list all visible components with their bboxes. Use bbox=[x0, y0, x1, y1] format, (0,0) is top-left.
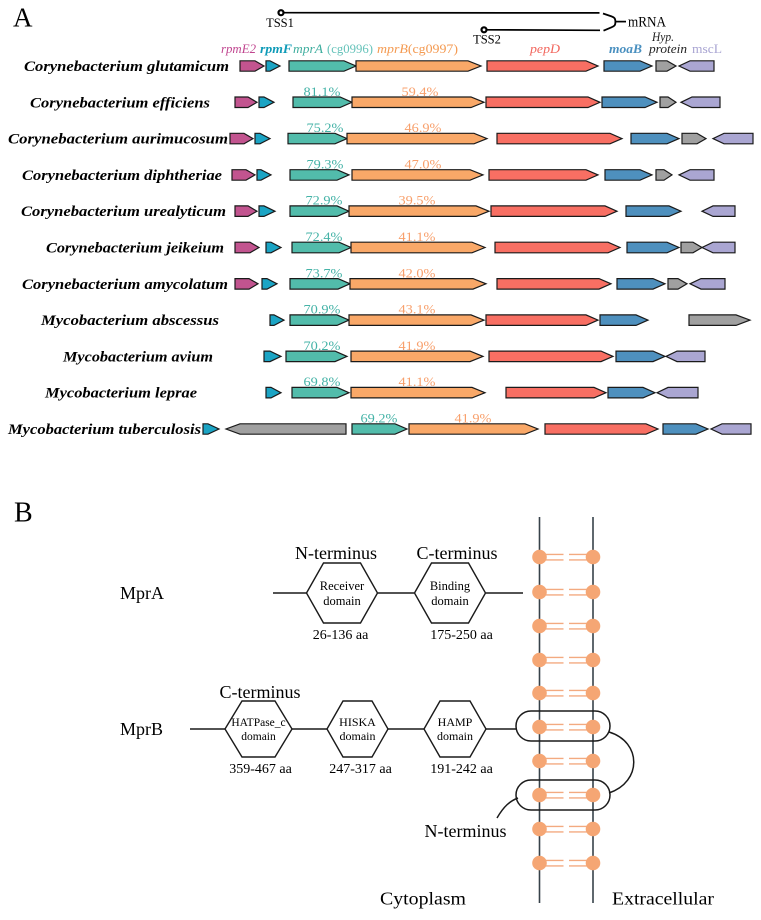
svg-text:81.1%: 81.1% bbox=[304, 84, 341, 99]
svg-text:73.7%: 73.7% bbox=[306, 265, 343, 280]
svg-text:39.5%: 39.5% bbox=[399, 193, 436, 208]
svg-text:moaB: moaB bbox=[609, 41, 642, 56]
svg-text:Corynebacterium aurimucosum: Corynebacterium aurimucosum bbox=[8, 132, 228, 148]
svg-text:C-terminus: C-terminus bbox=[417, 543, 498, 563]
svg-text:69.8%: 69.8% bbox=[304, 374, 341, 389]
svg-text:domain: domain bbox=[241, 731, 276, 743]
svg-text:(cg0996): (cg0996) bbox=[327, 41, 373, 56]
svg-text:N-terminus: N-terminus bbox=[295, 543, 377, 563]
svg-text:Corynebacterium urealyticum: Corynebacterium urealyticum bbox=[21, 204, 226, 220]
svg-text:Corynebacterium glutamicum: Corynebacterium glutamicum bbox=[24, 59, 229, 75]
svg-text:Corynebacterium jeikeium: Corynebacterium jeikeium bbox=[46, 241, 224, 257]
svg-text:47.0%: 47.0% bbox=[405, 156, 442, 171]
svg-text:Corynebacterium diphtheriae: Corynebacterium diphtheriae bbox=[22, 168, 222, 184]
svg-text:359-467 aa: 359-467 aa bbox=[229, 762, 292, 777]
svg-text:Mycobacterium tuberculosis: Mycobacterium tuberculosis bbox=[7, 422, 201, 438]
svg-text:175-250 aa: 175-250 aa bbox=[430, 628, 493, 643]
svg-text:Mycobacterium avium: Mycobacterium avium bbox=[62, 349, 213, 365]
svg-text:HISKA: HISKA bbox=[339, 715, 376, 729]
svg-text:domain: domain bbox=[323, 594, 361, 608]
svg-text:TSS2: TSS2 bbox=[473, 33, 501, 47]
svg-text:pepD: pepD bbox=[529, 41, 561, 56]
svg-text:MprA: MprA bbox=[120, 583, 164, 603]
svg-text:75.2%: 75.2% bbox=[307, 120, 344, 135]
svg-text:mprB(cg0997): mprB(cg0997) bbox=[377, 41, 458, 56]
svg-text:TSS1: TSS1 bbox=[266, 16, 294, 30]
svg-text:Cytoplasm: Cytoplasm bbox=[380, 889, 466, 909]
svg-text:41.1%: 41.1% bbox=[399, 374, 436, 389]
svg-text:69.2%: 69.2% bbox=[361, 411, 398, 426]
svg-text:41.1%: 41.1% bbox=[399, 229, 436, 244]
svg-text:mprA: mprA bbox=[293, 41, 323, 56]
svg-text:Mycobacterium abscessus: Mycobacterium abscessus bbox=[40, 313, 219, 329]
svg-text:rpmE2: rpmE2 bbox=[221, 41, 256, 56]
svg-text:HATPase_c: HATPase_c bbox=[231, 717, 285, 729]
svg-text:Mycobacterium leprae: Mycobacterium leprae bbox=[44, 386, 197, 402]
svg-text:46.9%: 46.9% bbox=[405, 120, 442, 135]
svg-text:A: A bbox=[13, 3, 33, 33]
svg-text:191-242 aa: 191-242 aa bbox=[430, 762, 493, 777]
svg-text:HAMP: HAMP bbox=[438, 715, 473, 729]
svg-text:Receiver: Receiver bbox=[320, 579, 365, 593]
svg-text:protein: protein bbox=[648, 41, 687, 56]
svg-text:70.9%: 70.9% bbox=[304, 302, 341, 317]
svg-text:domain: domain bbox=[431, 594, 469, 608]
svg-text:C-terminus: C-terminus bbox=[220, 682, 301, 702]
svg-text:247-317 aa: 247-317 aa bbox=[329, 762, 392, 777]
svg-text:26-136 aa: 26-136 aa bbox=[313, 628, 369, 643]
svg-text:Binding: Binding bbox=[430, 579, 471, 593]
svg-text:72.9%: 72.9% bbox=[306, 193, 343, 208]
svg-text:72.4%: 72.4% bbox=[306, 229, 343, 244]
svg-text:42.0%: 42.0% bbox=[399, 265, 436, 280]
svg-text:rpmF: rpmF bbox=[260, 41, 292, 56]
svg-text:41.9%: 41.9% bbox=[455, 411, 492, 426]
svg-text:domain: domain bbox=[437, 729, 473, 743]
svg-text:79.3%: 79.3% bbox=[307, 156, 344, 171]
svg-text:41.9%: 41.9% bbox=[399, 338, 436, 353]
svg-text:70.2%: 70.2% bbox=[304, 338, 341, 353]
svg-text:59.4%: 59.4% bbox=[402, 84, 439, 99]
svg-text:Corynebacterium amycolatum: Corynebacterium amycolatum bbox=[22, 277, 228, 293]
svg-text:Corynebacterium efficiens: Corynebacterium efficiens bbox=[30, 95, 210, 111]
svg-text:mscL: mscL bbox=[692, 41, 722, 56]
svg-text:N-terminus: N-terminus bbox=[425, 821, 507, 841]
svg-text:43.1%: 43.1% bbox=[399, 302, 436, 317]
svg-text:domain: domain bbox=[340, 729, 376, 743]
svg-text:Extracellular: Extracellular bbox=[612, 889, 714, 909]
svg-text:MprB: MprB bbox=[120, 719, 163, 739]
svg-text:B: B bbox=[14, 498, 33, 529]
